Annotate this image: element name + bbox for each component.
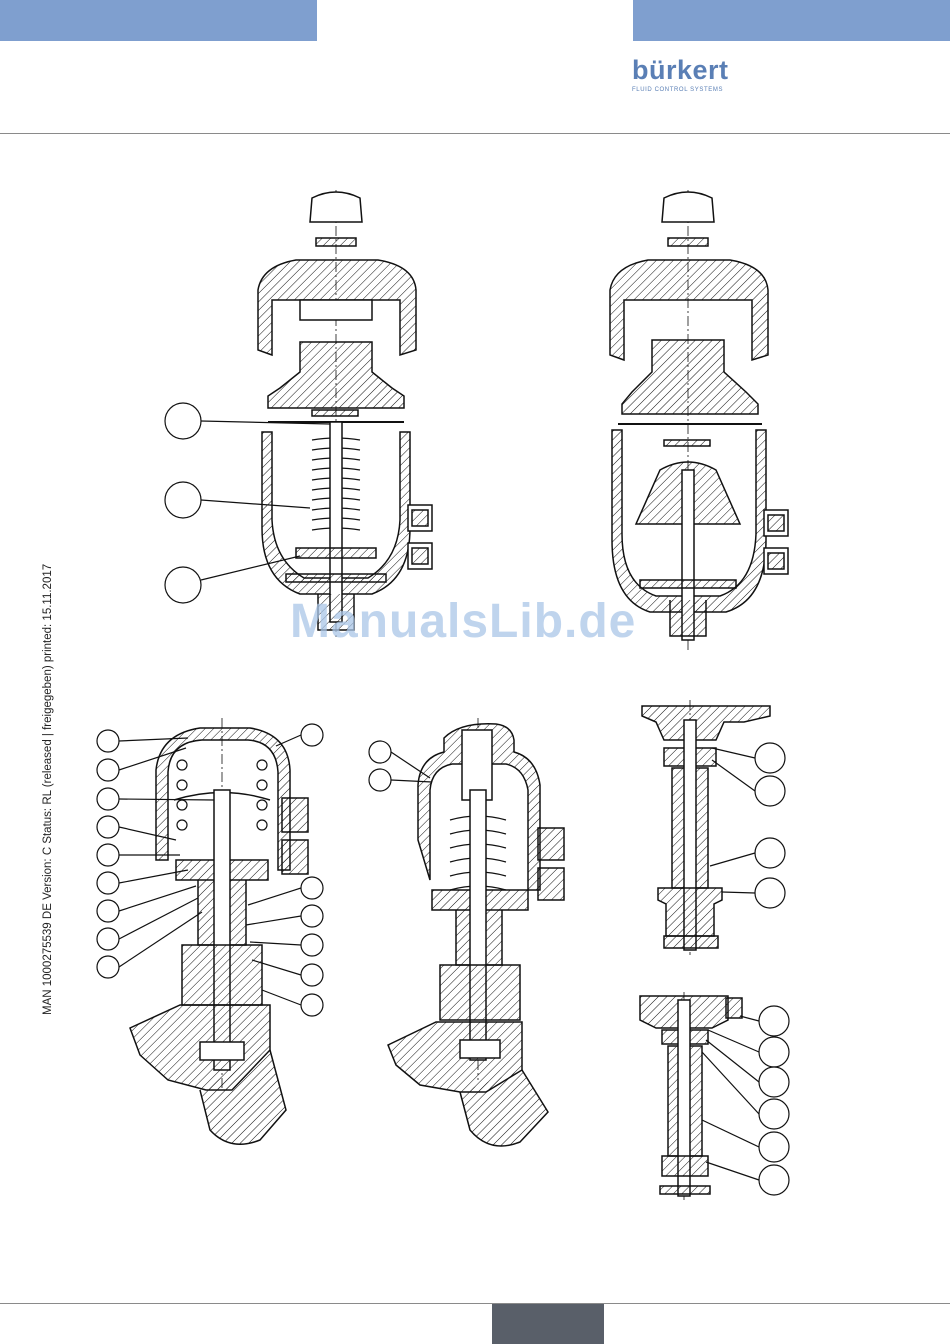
footer-divider (0, 1303, 950, 1304)
actuator-section-drawing-2 (610, 190, 788, 650)
watermark-text: ManualsLib.de (290, 594, 636, 649)
callout-group-drawing-6 (702, 1006, 789, 1195)
valve-section-drawing-4 (388, 718, 564, 1146)
callout-group-drawing-1 (165, 403, 330, 603)
footer-page-tab (492, 1304, 604, 1344)
stem-detail-drawing-5 (642, 700, 770, 955)
actuator-section-drawing-1 (258, 190, 432, 640)
valve-section-drawing-3 (130, 718, 308, 1144)
callout-group-drawing-5 (710, 743, 785, 908)
